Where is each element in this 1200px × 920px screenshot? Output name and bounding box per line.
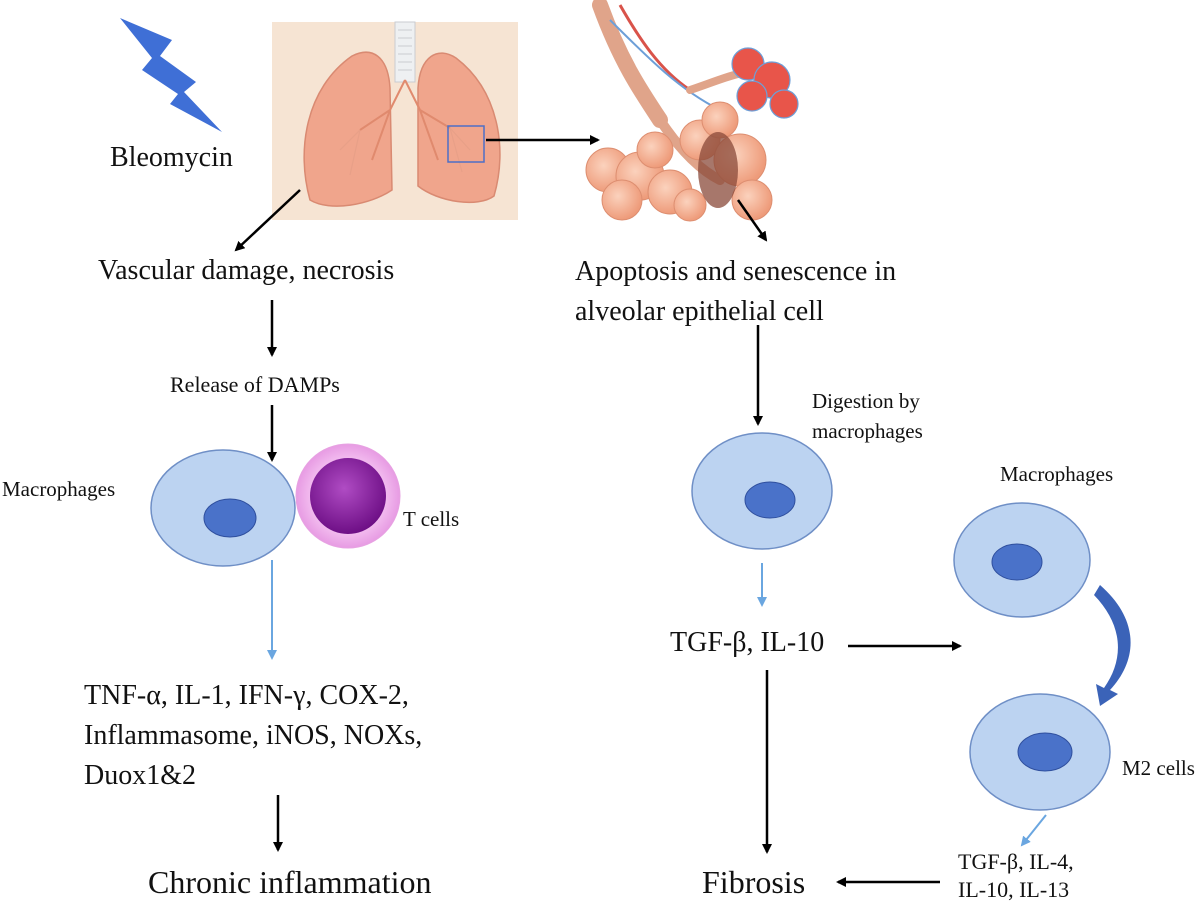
- label-fibrosis: Fibrosis: [702, 864, 806, 900]
- label-t-cells: T cells: [403, 507, 460, 531]
- label-release-damps: Release of DAMPs: [170, 372, 340, 397]
- alveoli-illustration: [585, 0, 799, 222]
- label-bleomycin: Bleomycin: [110, 142, 233, 173]
- label-tgf-il10: TGF-β, IL-10: [670, 627, 825, 658]
- zoom-box: [447, 125, 485, 163]
- label-cytokines-left: TNF-α, IL-1, IFN-γ, COX-2, Inflammasome,…: [84, 680, 423, 791]
- label-digestion: Digestion by macrophages: [812, 389, 923, 443]
- m2-cell: [969, 693, 1111, 811]
- label-chronic-inflammation: Chronic inflammation: [148, 864, 432, 900]
- macrophage-cell-left: [150, 449, 296, 567]
- macrophage-cell-digestion: [691, 432, 833, 550]
- label-m2-cells: M2 cells: [1122, 756, 1195, 780]
- arrow-alveoli-to-apoptosis: [736, 199, 768, 242]
- t-cell: [295, 443, 401, 549]
- lungs-illustration: [272, 21, 518, 220]
- label-macrophages-left: Macrophages: [2, 477, 116, 501]
- macrophage-cell-right: [953, 502, 1091, 618]
- label-vascular-damage: Vascular damage, necrosis: [98, 255, 395, 286]
- lightning-bolt-icon: [120, 18, 222, 132]
- label-apoptosis: Apoptosis and senescence in alveolar epi…: [575, 256, 897, 327]
- curved-arrow-macrophages-to-m2: [1094, 585, 1131, 706]
- arrow-lung-to-vascular: [234, 189, 301, 252]
- label-macrophages-right: Macrophages: [1000, 462, 1114, 486]
- label-tgf-il4: TGF-β, IL-4, IL-10, IL-13: [958, 849, 1074, 902]
- arrow-m2-to-cytokines: [1020, 814, 1047, 847]
